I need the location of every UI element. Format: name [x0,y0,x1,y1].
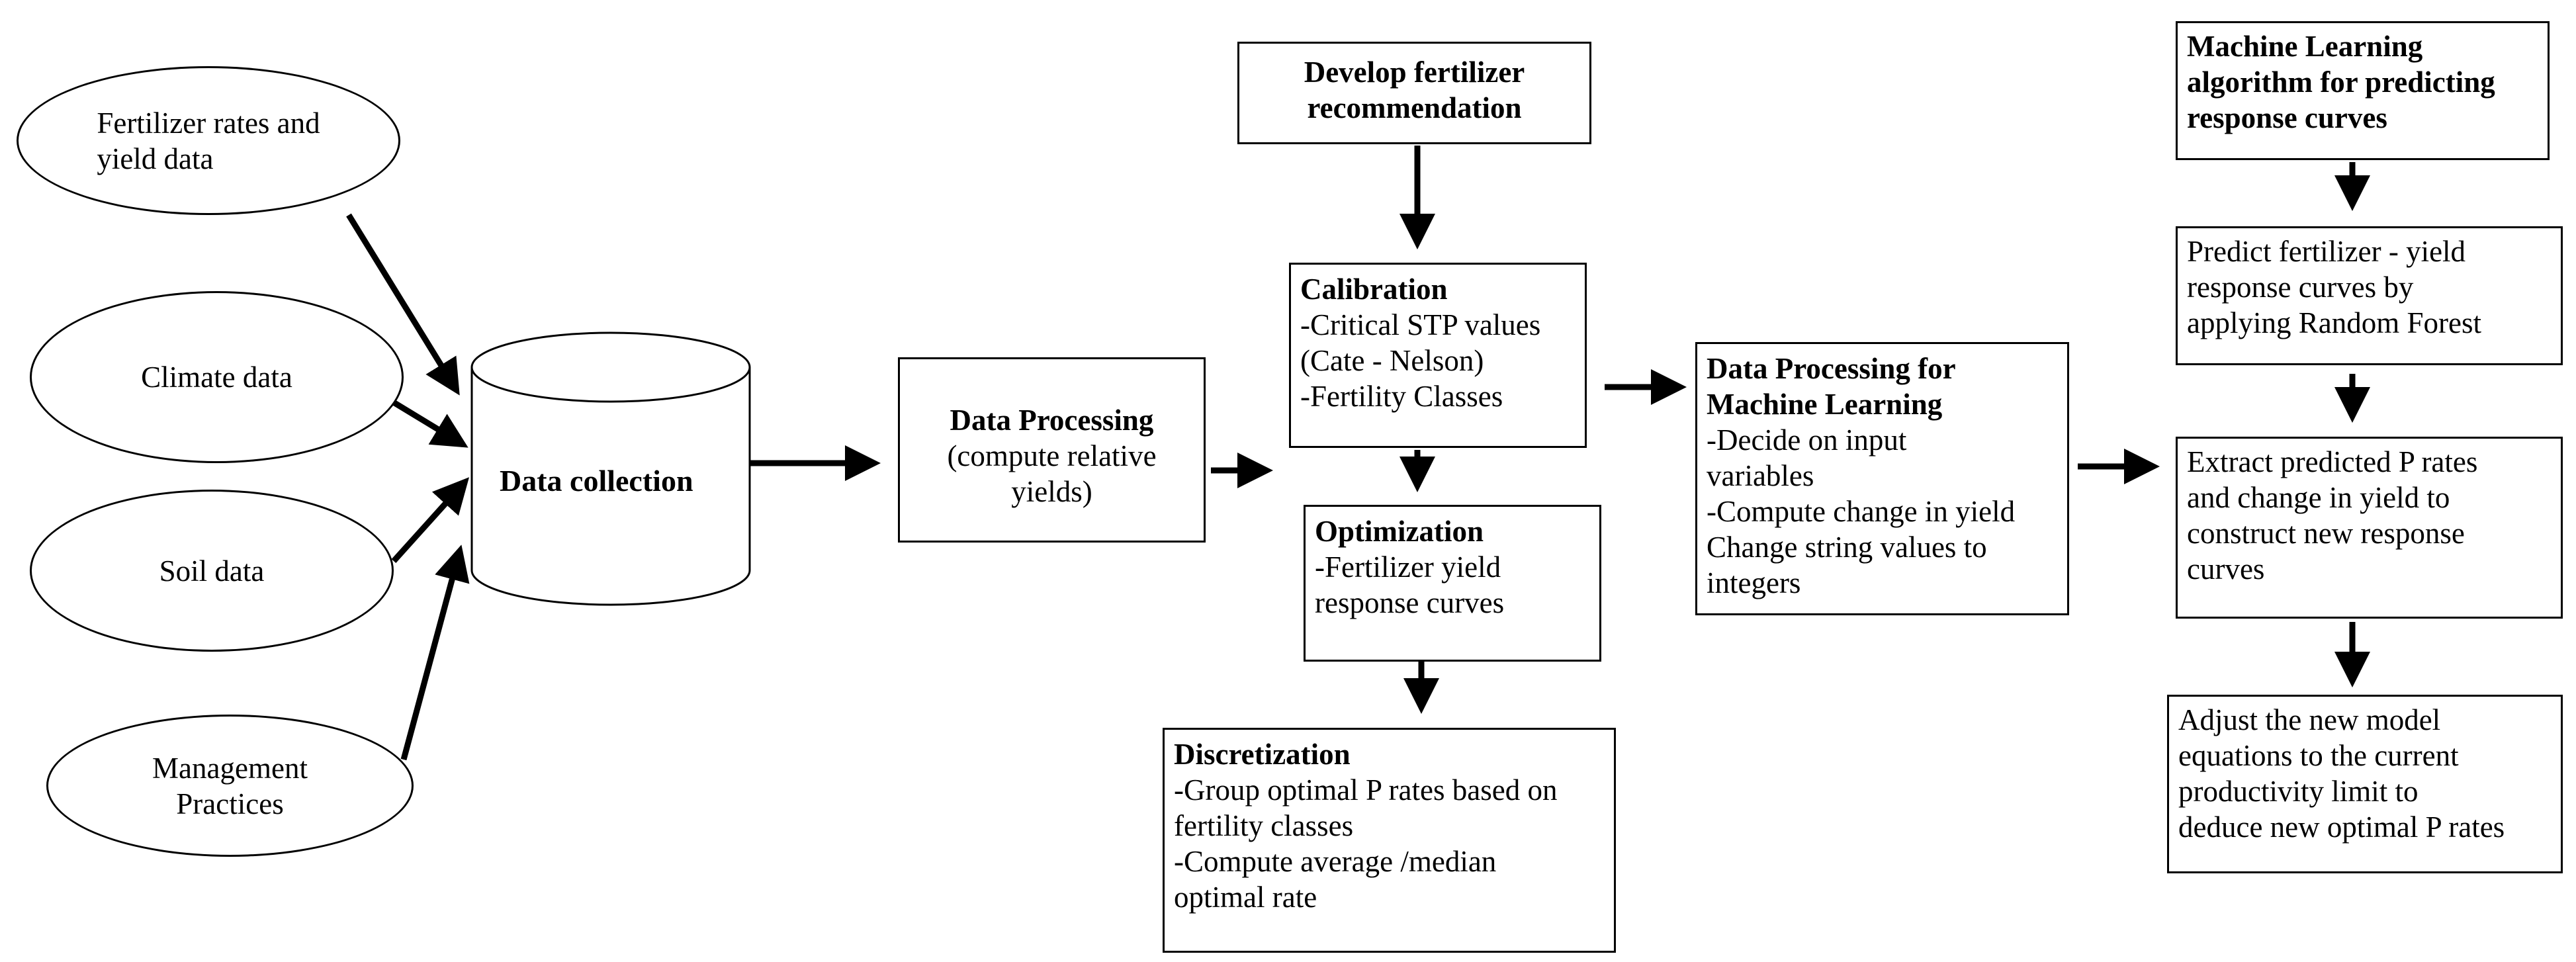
box-line: Develop fertilizer [1304,56,1525,89]
box-line: variables [1707,459,1814,492]
box-line: (compute relative [947,439,1157,472]
box-line: -Compute change in yield [1707,495,2016,528]
input-management-practices: Management Practices [46,715,414,857]
box-line: equations to the current [2178,739,2459,772]
ellipse-text: Climate data [141,361,292,394]
box-line: -Group optimal P rates based on [1174,773,1558,807]
box-title: Discretization [1174,738,1351,771]
box-line: and change in yield to [2187,481,2450,514]
adjust-model-box: Adjust the new model equations to the cu… [2167,695,2563,873]
box-line: applying Random Forest [2187,306,2481,339]
ellipse-text: Management [152,751,308,785]
ellipse-text: yield data [97,142,214,175]
box-line: response curves [1315,586,1505,619]
box-line: curves [2187,552,2265,586]
arrow-management-to-collection [400,545,470,761]
arrow-fertilizer-to-collection [346,213,460,396]
develop-recommendation-box: Develop fertilizer recommendation [1237,42,1591,144]
box-line: response curves [2187,101,2387,134]
box-title: Machine Learning [1707,388,1943,421]
box-line: -Fertility Classes [1300,380,1503,413]
box-line: recommendation [1307,91,1522,124]
box-line: productivity limit to [2178,775,2419,808]
input-climate-data: Climate data [30,291,404,463]
data-collection-cylinder [470,331,751,606]
box-line: optimal rate [1174,881,1317,914]
box-title: Data Processing for [1707,352,1956,385]
box-line: integers [1707,566,1801,599]
ellipse-text: Practices [176,787,284,820]
input-fertilizer-yield-data: Fertilizer rates and yield data [17,66,400,215]
ml-algorithm-box: Machine Learning algorithm for predictin… [2176,21,2550,160]
box-line: Extract predicted P rates [2187,445,2478,478]
box-line: Predict fertilizer - yield [2187,235,2466,268]
data-collection-label: Data collection [500,464,693,498]
discretization-box: Discretization -Group optimal P rates ba… [1163,728,1616,953]
predict-curves-box: Predict fertilizer - yield response curv… [2176,226,2563,365]
ellipse-text: Soil data [159,554,265,588]
box-line: Machine Learning [2187,30,2423,63]
box-line: response curves by [2187,271,2414,304]
input-soil-data: Soil data [30,490,394,652]
box-line: deduce new optimal P rates [2178,810,2505,844]
ml-processing-box: Data Processing for Machine Learning -De… [1695,342,2069,615]
calibration-box: Calibration -Critical STP values (Cate -… [1289,263,1587,448]
box-line: construct new response [2187,517,2465,550]
box-line: -Decide on input [1707,423,1907,457]
box-line: -Critical STP values [1300,308,1541,341]
arrow-soil-to-collection [391,477,470,564]
box-line: Adjust the new model [2178,703,2441,736]
box-title: Data Processing [950,404,1154,437]
box-line: (Cate - Nelson) [1300,344,1484,377]
box-line: algorithm for predicting [2187,66,2495,99]
box-line: Change string values to [1707,531,1987,564]
optimization-box: Optimization -Fertilizer yield response … [1304,505,1601,662]
box-line: -Fertilizer yield [1315,550,1501,584]
box-title: Calibration [1300,273,1448,306]
box-line: -Compute average /median [1174,845,1497,878]
box-title: Optimization [1315,515,1484,548]
box-line: fertility classes [1174,809,1354,842]
data-processing-box: Data Processing (compute relative yields… [898,357,1206,543]
ellipse-text: Fertilizer rates and [97,106,320,140]
extract-rates-box: Extract predicted P rates and change in … [2176,437,2563,619]
box-line: yields) [1011,475,1092,508]
